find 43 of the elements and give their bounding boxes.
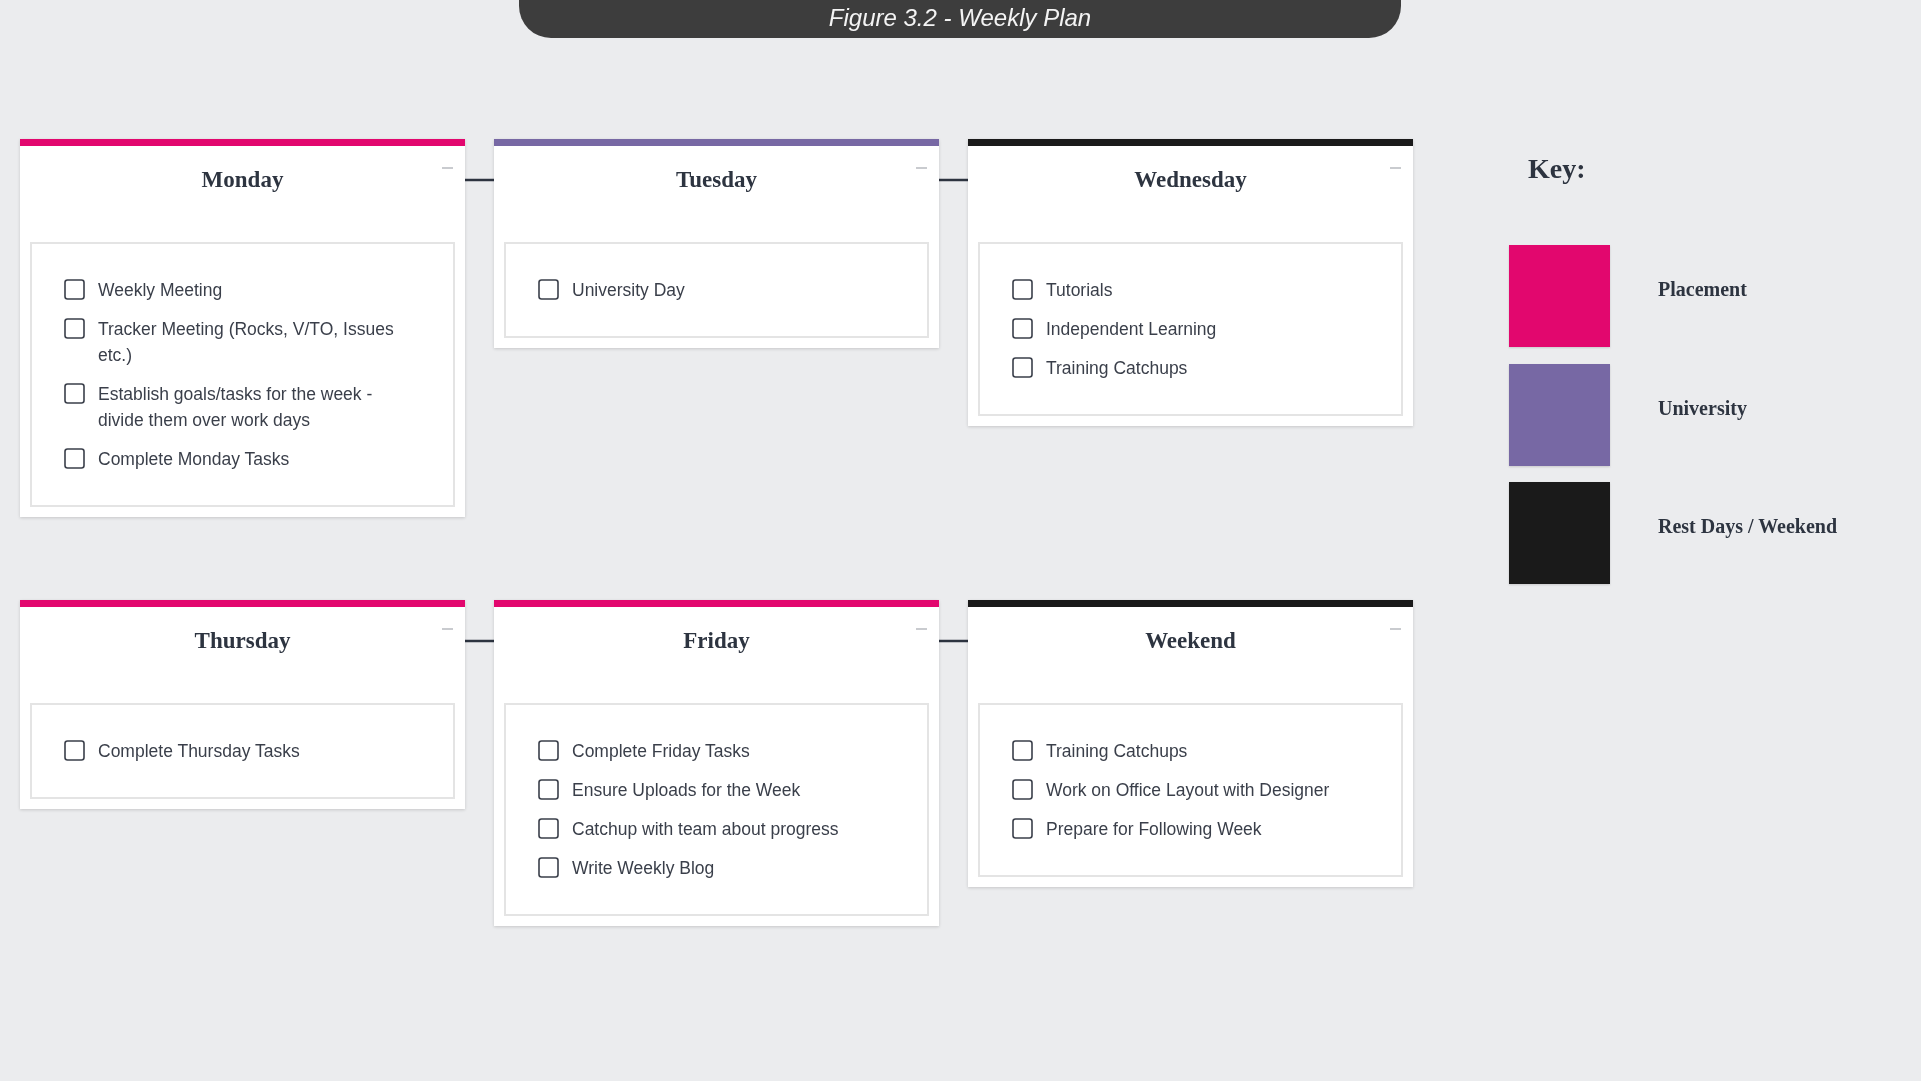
card-title: Monday	[201, 166, 284, 194]
task-list-panel	[504, 242, 929, 338]
card-title: Thursday	[194, 627, 291, 655]
title-banner: Figure 3.2 - Weekly Plan	[519, 0, 1401, 38]
task-text: Training Catchups	[1046, 740, 1188, 763]
day-card	[968, 139, 1413, 426]
task-text: University Day	[572, 279, 685, 302]
task-text: Weekly Meeting	[98, 279, 223, 302]
task-text: Complete Friday Tasks	[572, 740, 750, 763]
connector-line	[465, 639, 494, 643]
task-text: Independent Learning	[1046, 318, 1217, 341]
task-text: Ensure Uploads for the Week	[572, 779, 801, 802]
legend-label: University	[1658, 395, 1747, 421]
card-title: Wednesday	[1134, 166, 1247, 194]
connector-line	[939, 639, 968, 643]
card-title: Friday	[683, 627, 750, 655]
day-card	[494, 600, 939, 926]
day-card	[20, 600, 465, 809]
task-text: Complete Thursday Tasks	[98, 740, 300, 763]
task-list-panel	[504, 703, 929, 916]
task-list-panel	[978, 242, 1403, 416]
task-text: Write Weekly Blog	[572, 857, 715, 880]
connector-line	[465, 178, 494, 182]
legend-label: Placement	[1658, 277, 1747, 302]
day-card	[494, 139, 939, 348]
task-text: Catchup with team about progress	[572, 818, 839, 841]
day-card	[20, 139, 465, 517]
task-list-panel	[978, 703, 1403, 877]
card-title: Weekend	[1145, 627, 1236, 655]
card-title: Tuesday	[676, 166, 757, 194]
connector-line	[939, 178, 968, 182]
task-text: Work on Office Layout with Designer	[1046, 779, 1330, 802]
task-text: Tracker Meeting (Rocks, V/TO, Issues etc.)	[98, 318, 395, 367]
task-text: Complete Monday Tasks	[98, 448, 290, 471]
legend-label: Rest Days / Weekend	[1658, 514, 1838, 539]
legend-heading: Key:	[1528, 152, 1586, 186]
task-list-panel	[30, 242, 455, 507]
task-text: Establish goals/tasks for the week - divide them over work days	[98, 383, 374, 432]
task-text: Training Catchups	[1046, 357, 1188, 380]
task-text: Prepare for Following Week	[1046, 818, 1262, 841]
day-card	[968, 600, 1413, 887]
task-list-panel	[30, 703, 455, 799]
task-text: Tutorials	[1046, 279, 1113, 302]
